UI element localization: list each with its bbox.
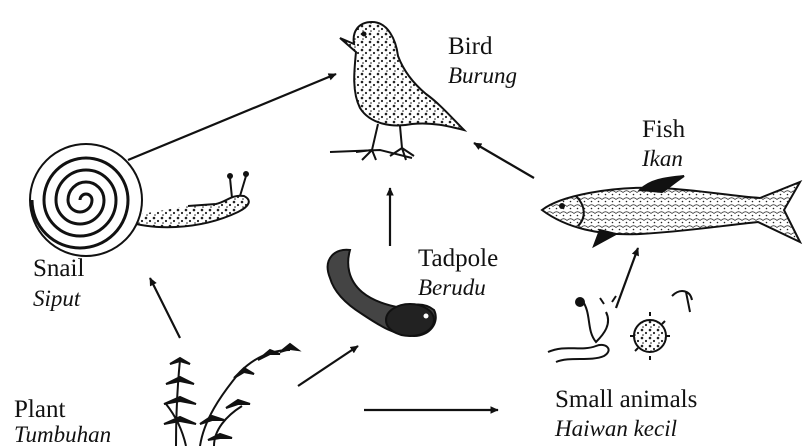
bird-malay-label: Burung <box>448 64 517 87</box>
plant-illustration <box>164 344 298 446</box>
plant-label: Plant <box>14 397 65 422</box>
arrow-fish-to-bird <box>474 143 534 178</box>
snail-malay-label: Siput <box>33 287 80 310</box>
fish-illustration <box>542 176 800 246</box>
snail-label: Snail <box>33 256 84 281</box>
arrow-snail-to-bird <box>128 74 336 160</box>
snail-illustration <box>30 144 249 256</box>
tadpole-label: Tadpole <box>418 246 498 271</box>
small-animals-illustration <box>548 291 692 362</box>
arrow-plant-to-snail <box>150 278 180 338</box>
arrow-small-animals-to-fish <box>616 248 638 308</box>
plant-malay-label: Tumbuhan <box>14 423 111 446</box>
bird-label: Bird <box>448 34 492 59</box>
bird-illustration <box>330 22 464 160</box>
tadpole-malay-label: Berudu <box>418 276 486 299</box>
small-animals-label: Small animals <box>555 387 697 412</box>
fish-malay-label: Ikan <box>642 147 683 170</box>
fish-label: Fish <box>642 117 685 142</box>
arrow-plant-to-tadpole <box>298 346 358 386</box>
small-animals-malay-label: Haiwan kecil <box>555 417 677 440</box>
